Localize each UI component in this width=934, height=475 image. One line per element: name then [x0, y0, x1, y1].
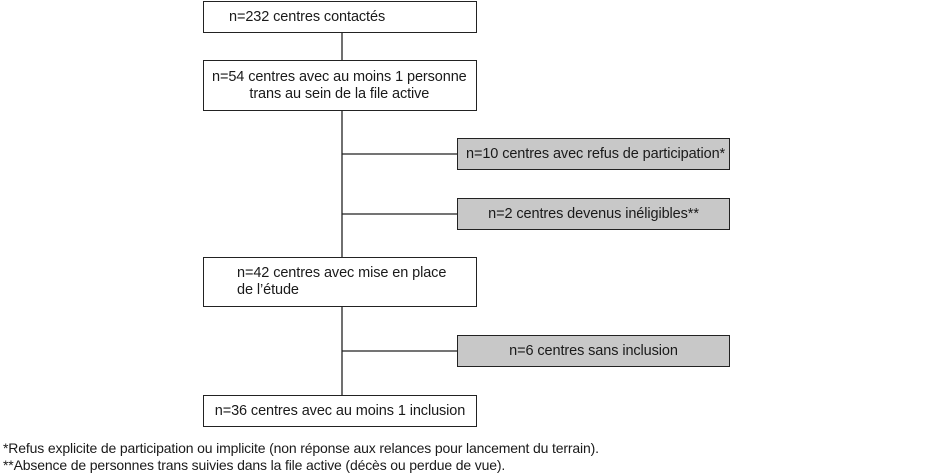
box-centres-ineligible-label: n=2 centres devenus inéligibles**	[488, 205, 699, 222]
box-centres-no-inclusion: n=6 centres sans inclusion	[457, 335, 730, 367]
box-centres-with-trans: n=54 centres avec au moins 1 personne tr…	[203, 60, 477, 111]
footnote-refusal: *Refus explicite de participation ou imp…	[3, 440, 599, 456]
box-centres-implemented-label: n=42 centres avec mise en place de l’étu…	[237, 265, 446, 299]
box-centres-no-inclusion-label: n=6 centres sans inclusion	[509, 342, 678, 359]
box-centres-with-inclusion: n=36 centres avec au moins 1 inclusion	[203, 395, 477, 427]
box-centres-refused-label: n=10 centres avec refus de participation…	[466, 145, 726, 162]
box-centres-implemented: n=42 centres avec mise en place de l’étu…	[203, 257, 477, 307]
box-centres-with-trans-line1: n=54 centres avec au moins 1 personne	[212, 68, 467, 85]
footnotes: *Refus explicite de participation ou imp…	[3, 440, 599, 474]
box-centres-contacted: n=232 centres contactés	[203, 1, 477, 33]
box-centres-implemented-line1: n=42 centres avec mise en place	[237, 265, 447, 281]
box-centres-implemented-line2: de l’étude	[237, 282, 299, 298]
box-centres-with-trans-label: n=54 centres avec au moins 1 personne tr…	[212, 69, 467, 103]
box-centres-ineligible: n=2 centres devenus inéligibles**	[457, 198, 730, 230]
box-centres-contacted-label: n=232 centres contactés	[229, 8, 386, 25]
box-centres-with-trans-line2: trans au sein de la file active	[249, 85, 430, 102]
box-centres-with-inclusion-label: n=36 centres avec au moins 1 inclusion	[214, 402, 466, 419]
footnote-ineligible: **Absence de personnes trans suivies dan…	[3, 457, 506, 473]
box-centres-refused: n=10 centres avec refus de participation…	[457, 138, 730, 170]
